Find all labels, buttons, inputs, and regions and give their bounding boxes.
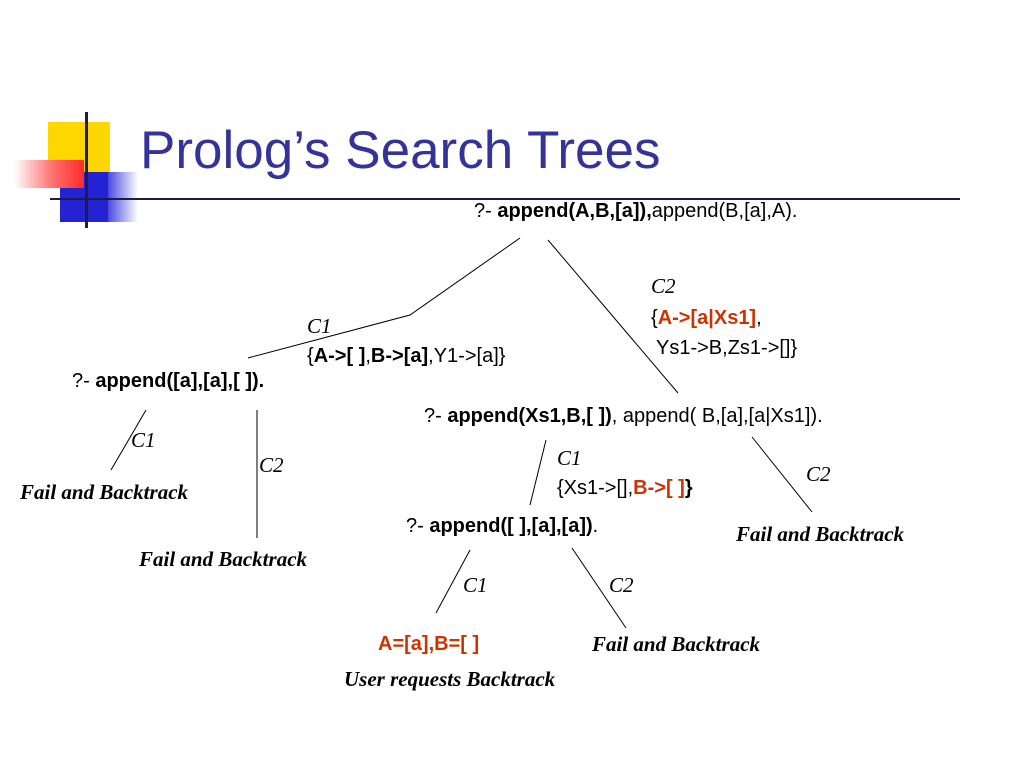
slide-title: Prolog’s Search Trees xyxy=(140,121,661,180)
subst-separator: , xyxy=(365,345,371,367)
red-bar-decoration xyxy=(14,160,84,188)
left-fail-c2: Fail and Backtrack xyxy=(139,547,308,571)
substitution-c2-line2: Ys1->B,Zs1->[]} xyxy=(656,337,798,359)
query-prefix: ?- xyxy=(72,370,96,392)
query-remaining-goals: append(B,[a],A). xyxy=(651,200,798,222)
subst-binding-a: A->[ ] xyxy=(313,345,366,367)
subst-comma: , xyxy=(756,307,762,329)
low-branch-label-c1: C1 xyxy=(463,573,488,597)
subst-binding-a-highlight: A->[a|Xs1] xyxy=(657,307,757,329)
title-underline xyxy=(50,198,960,200)
user-requests-backtrack: User requests Backtrack xyxy=(344,667,556,691)
edge-low-c2 xyxy=(571,547,627,629)
query-selected-goal: append([a],[a],[ ]). xyxy=(95,370,265,392)
query-selected-goal: append([ ],[a],[a]) xyxy=(429,515,593,537)
left-fail-c1: Fail and Backtrack xyxy=(20,480,189,504)
query-terminator: . xyxy=(592,515,599,537)
branch-label-c2: C2 xyxy=(651,274,676,298)
query-prefix: ?- xyxy=(406,515,430,537)
mid-branch-label-c2: C2 xyxy=(806,462,831,486)
solution-answer: A=[a],B=[ ] xyxy=(378,633,480,655)
edge-root-to-left xyxy=(247,237,521,359)
mid-branch-label-c1: C1 xyxy=(557,446,582,470)
query-remaining-goals: , append( B,[a],[a|Xs1]). xyxy=(611,405,823,427)
subst-text: {Xs1->[], xyxy=(557,477,634,499)
low-branch-label-c2: C2 xyxy=(609,573,634,597)
left-branch-label-c2: C2 xyxy=(259,453,284,477)
mid-query: ?- append(Xs1,B,[ ]), append( B,[a],[a|X… xyxy=(424,406,823,426)
root-query: ?- append(A,B,[a]),append(B,[a],A). xyxy=(474,201,797,221)
subst-close-brace: } xyxy=(684,477,693,499)
edge-left-c1 xyxy=(110,409,147,471)
subst-open-brace: { xyxy=(307,345,314,367)
subst-binding-b: B->[a] xyxy=(370,345,429,367)
query-selected-goal: append(Xs1,B,[ ]) xyxy=(447,405,612,427)
vertical-rule-decoration xyxy=(85,112,88,228)
low-query: ?- append([ ],[a],[a]). xyxy=(406,516,598,536)
edge-root-to-mid xyxy=(547,239,679,394)
left-query: ?- append([a],[a],[ ]). xyxy=(72,371,264,391)
edge-mid-c1 xyxy=(529,439,547,506)
subst-binding-b-highlight: B->[ ] xyxy=(633,477,685,499)
substitution-c2-line1: {A->[a|Xs1], xyxy=(651,308,762,328)
query-selected-goal: append(A,B,[a]), xyxy=(497,200,652,222)
blue-fade-decoration xyxy=(108,172,138,222)
subst-rest: ,Y1->[a]} xyxy=(428,345,506,367)
left-branch-label-c1: C1 xyxy=(131,428,156,452)
mid-fail-c2: Fail and Backtrack xyxy=(736,522,905,546)
query-prefix: ?- xyxy=(474,200,498,222)
mid-substitution-c1: {Xs1->[],B->[ ]} xyxy=(557,478,693,498)
branch-label-c1: C1 xyxy=(307,314,332,338)
low-fail-c2: Fail and Backtrack xyxy=(592,632,761,656)
subst-open-brace: { xyxy=(651,307,658,329)
edge-mid-c2 xyxy=(751,436,813,513)
substitution-c1: {A->[ ],B->[a],Y1->[a]} xyxy=(307,346,505,366)
query-prefix: ?- xyxy=(424,405,448,427)
edge-low-c1 xyxy=(435,549,471,614)
